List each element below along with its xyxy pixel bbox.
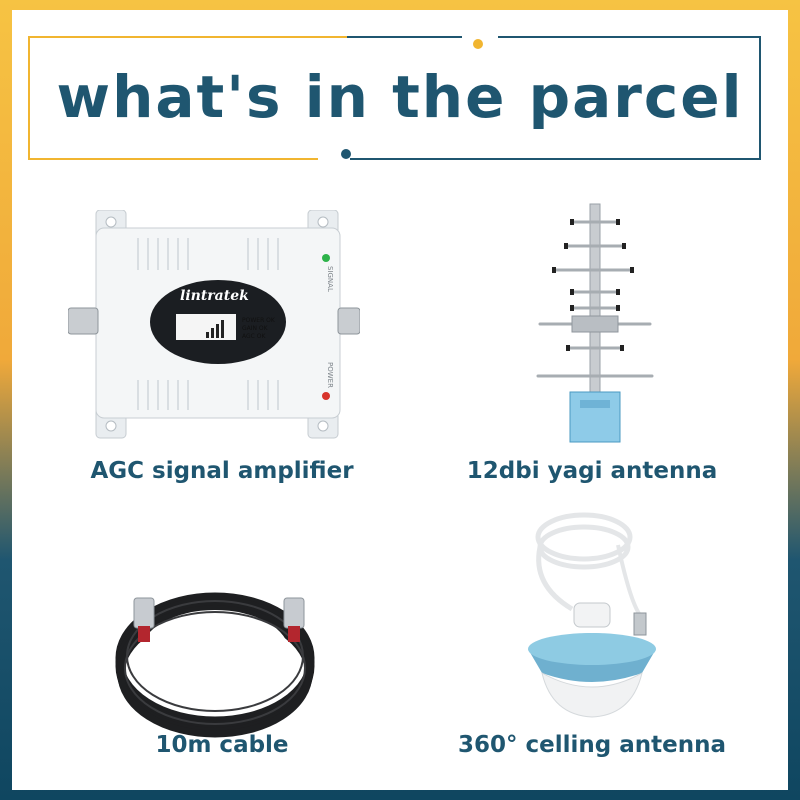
label-agc-signal-amplifier: AGC signal amplifier [90,458,354,484]
amplifier-status-gain: GAIN OK [242,325,268,332]
frame-dot-navy [341,149,351,159]
amplifier-label-power: POWER [326,362,334,388]
label-10m-cable: 10m cable [155,732,289,758]
page-title: what's in the parcel [56,63,744,131]
amplifier-status-power: POWER OK [242,317,275,324]
yagi-antenna-icon [532,200,656,450]
coaxial-cable-icon [112,568,318,738]
signal-amplifier-icon: lintratek POWER OK GAIN OK AGC OK SIGNAL… [67,209,361,446]
label-ceiling-antenna: 360° celling antenna [457,732,726,758]
label-yagi-antenna: 12dbi yagi antenna [466,458,718,484]
frame-gap-top [462,30,498,42]
ceiling-antenna-icon [522,505,662,721]
amplifier-label-signal: SIGNAL [326,266,334,292]
amplifier-status-agc: AGC OK [242,333,266,340]
frame-dot-gold [473,39,483,49]
amplifier-brand: lintratek [180,288,249,304]
title-frame-gold [28,36,485,160]
title-frame-navy [347,36,761,160]
